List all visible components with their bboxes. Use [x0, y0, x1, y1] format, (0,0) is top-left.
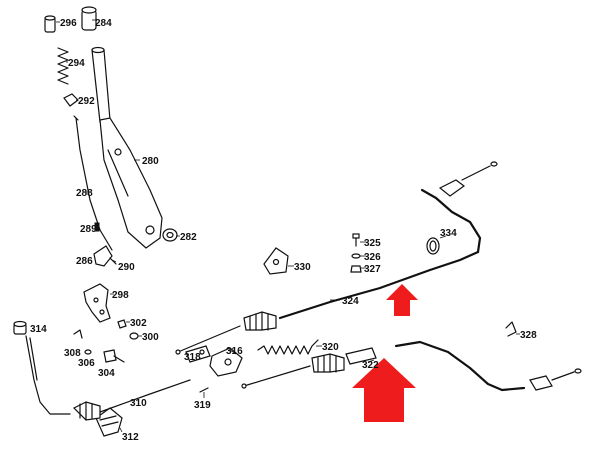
callout-306: 306 — [78, 358, 95, 369]
callout-288: 288 — [76, 188, 93, 199]
part-290-pin — [109, 257, 117, 265]
part-328-clip — [505, 321, 517, 337]
part-320-return-spring — [257, 339, 319, 355]
callout-289: 289 — [80, 224, 97, 235]
callout-314: 314 — [30, 324, 47, 335]
callout-308: 308 — [64, 348, 81, 359]
part-302-nut — [117, 319, 127, 329]
part-288-rod — [73, 115, 113, 251]
callout-325: 325 — [364, 238, 381, 249]
part-326-washer — [351, 253, 361, 259]
callout-326: 326 — [364, 252, 381, 263]
callout-318: 318 — [184, 352, 201, 363]
callout-280: 280 — [142, 156, 159, 167]
callout-319: 319 — [194, 400, 211, 411]
callout-316: 316 — [226, 346, 243, 357]
part-280-handbrake-lever — [91, 46, 163, 249]
highlight-arrow-lower — [352, 358, 416, 422]
callout-328: 328 — [520, 330, 537, 341]
part-304-bolt — [103, 349, 125, 363]
part-330-cable-bracket — [263, 247, 289, 275]
callout-334: 334 — [440, 228, 457, 239]
part-314-boot-cap — [13, 320, 27, 335]
part-316-equalizer — [209, 347, 243, 377]
callout-324: 324 — [342, 296, 359, 307]
callout-322: 322 — [362, 360, 379, 371]
part-306-washer — [84, 349, 92, 355]
part-292-clip — [63, 93, 79, 107]
leader-lines — [56, 19, 520, 433]
callout-294: 294 — [68, 58, 85, 69]
part-310-left-cable — [25, 335, 191, 421]
callout-312: 312 — [122, 432, 139, 443]
part-319-pin — [199, 387, 209, 393]
callout-304: 304 — [98, 368, 115, 379]
callout-282: 282 — [180, 232, 197, 243]
part-284-sleeve — [81, 6, 97, 31]
part-282-bushing — [162, 228, 178, 242]
callout-300: 300 — [142, 332, 159, 343]
part-312-rubber-boot — [95, 407, 123, 437]
callout-298: 298 — [112, 290, 129, 301]
callout-292: 292 — [78, 96, 95, 107]
callout-302: 302 — [130, 318, 147, 329]
part-318-clevis — [185, 345, 211, 363]
callout-327: 327 — [364, 264, 381, 275]
callout-320: 320 — [322, 342, 339, 353]
callout-296: 296 — [60, 18, 77, 29]
part-289-screw — [94, 222, 100, 232]
part-286-bracket — [93, 245, 113, 267]
part-308-clip — [73, 329, 83, 339]
part-296-cap — [44, 15, 56, 33]
callout-286: 286 — [76, 256, 93, 267]
callout-284: 284 — [95, 18, 112, 29]
highlight-arrow-upper — [386, 284, 418, 316]
callout-330: 330 — [294, 262, 311, 273]
part-300-washer — [129, 332, 139, 340]
callouts: 296 284 294 292 280 288 289 282 286 290 … — [30, 18, 537, 443]
part-324-right-cable — [175, 161, 498, 355]
callout-290: 290 — [118, 262, 135, 273]
part-334-grommet — [426, 237, 440, 255]
part-322-right-rear-cable — [241, 340, 582, 392]
part-325-bolt — [352, 233, 360, 247]
callout-310: 310 — [130, 398, 147, 409]
part-294-spring — [57, 47, 69, 85]
part-327-nut — [350, 265, 362, 273]
part-298-lever-plate — [83, 283, 111, 323]
